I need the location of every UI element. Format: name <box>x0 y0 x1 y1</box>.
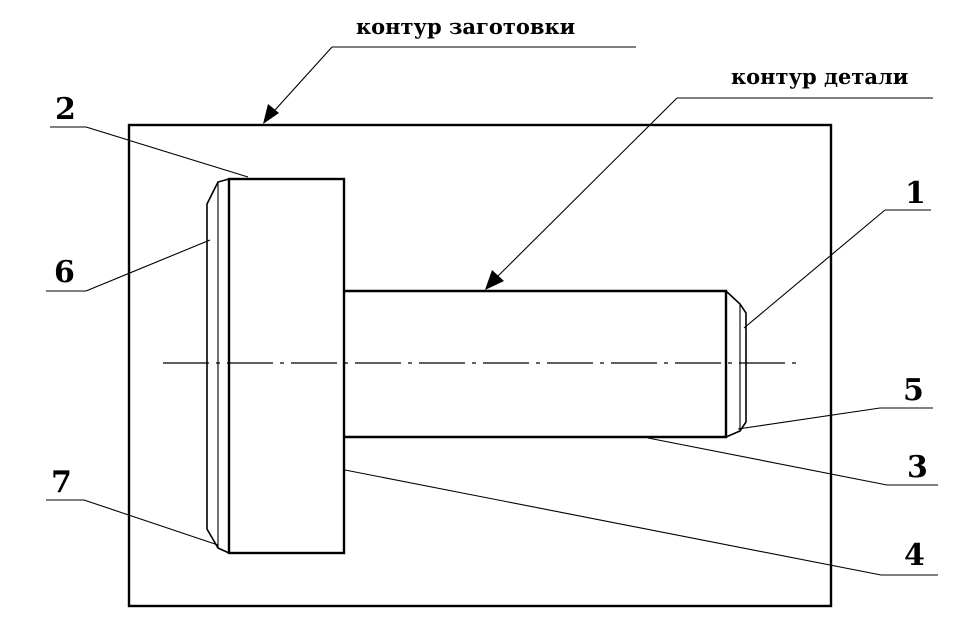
callout-1: 1 <box>905 176 926 211</box>
callout-7: 7 <box>51 465 72 500</box>
leader-part <box>487 97 678 287</box>
callout-4: 4 <box>904 538 925 573</box>
flange-chamfer-left <box>206 178 230 554</box>
leader-2 <box>85 126 249 178</box>
part-flange <box>227 177 346 555</box>
blank-outline <box>127 123 833 608</box>
label-blank-contour: контур заготовки <box>356 14 575 39</box>
leader-4 <box>344 469 882 576</box>
leader-1 <box>743 209 886 329</box>
callout-3: 3 <box>907 450 928 485</box>
leader-7 <box>83 499 219 546</box>
callout-6: 6 <box>54 255 75 290</box>
leader-5 <box>737 407 881 430</box>
callout-5: 5 <box>903 373 924 408</box>
shaft-chamfer-right <box>725 290 747 438</box>
callout-2: 2 <box>55 92 76 127</box>
part-shaft <box>344 289 728 439</box>
label-part-contour: контур детали <box>731 64 908 89</box>
leader-blank <box>265 46 333 121</box>
leader-blank-arrow <box>263 104 279 124</box>
leader-3 <box>647 437 888 486</box>
leader-6 <box>85 239 211 292</box>
leader-part-arrow <box>485 270 504 290</box>
